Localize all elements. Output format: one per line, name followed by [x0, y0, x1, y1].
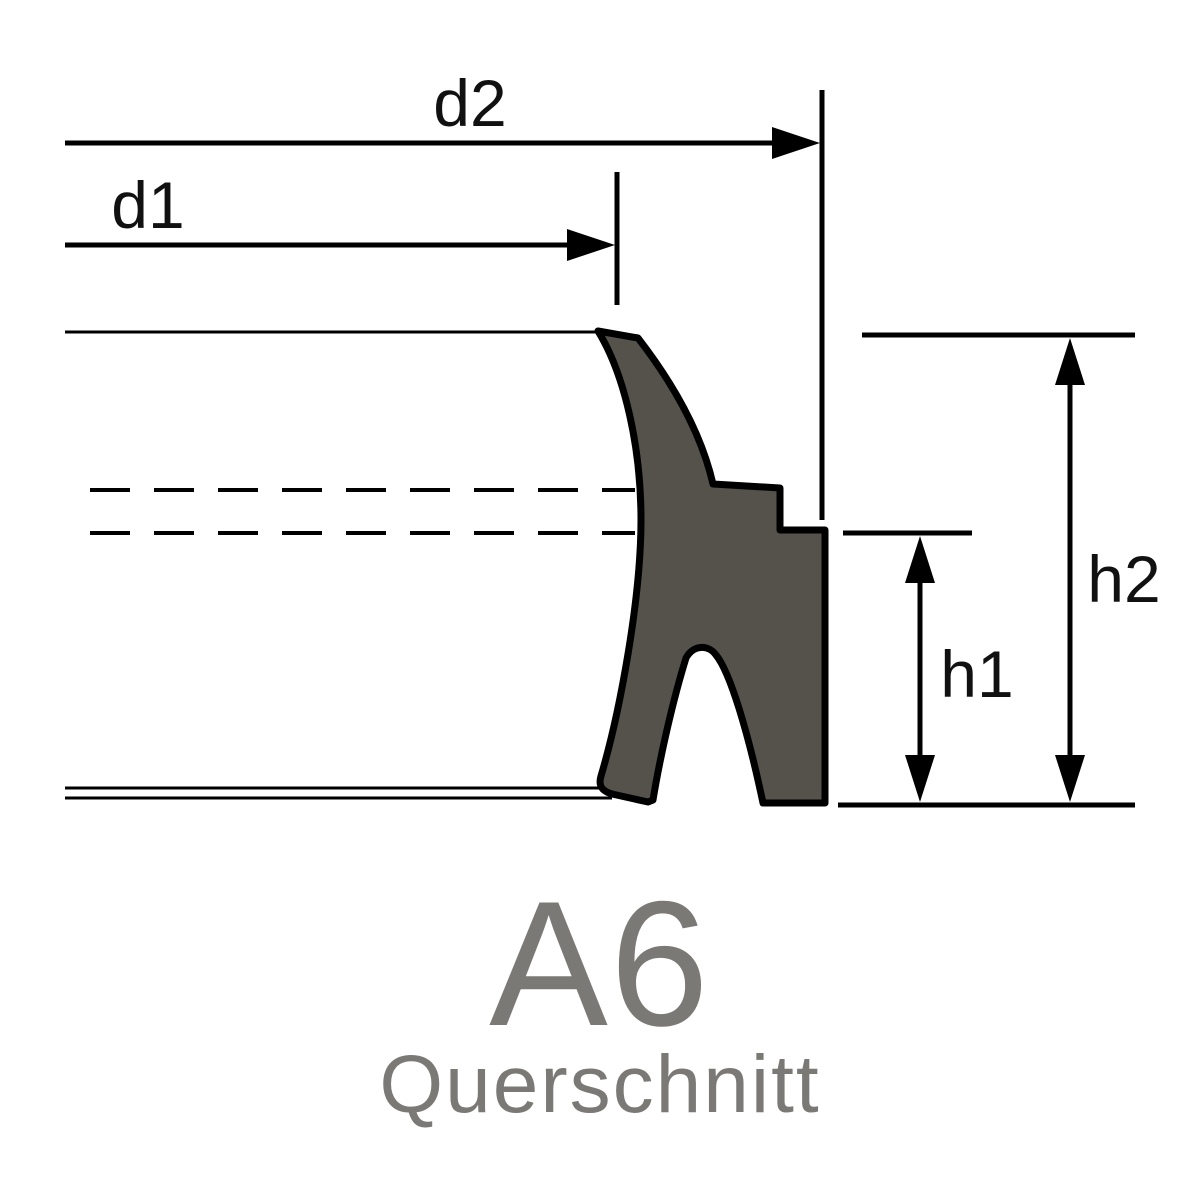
profile-subtitle: Querschnitt — [379, 1039, 820, 1130]
d2-arrowhead-icon — [772, 127, 820, 159]
h2-dimension: h2 — [838, 332, 1161, 808]
d1-label: d1 — [111, 168, 184, 242]
d2-label: d2 — [433, 66, 506, 140]
h1-arrowhead-up-icon — [905, 536, 935, 583]
h2-arrowhead-up-icon — [1055, 338, 1085, 385]
h2-arrowhead-down-icon — [1055, 755, 1085, 802]
h1-dimension: h1 — [843, 530, 1014, 802]
h2-label: h2 — [1087, 542, 1160, 616]
d1-arrowhead-icon — [567, 229, 615, 261]
caption: A6 Querschnitt — [379, 864, 820, 1130]
d2-dimension: d2 — [65, 66, 825, 520]
seal-profile-shape — [594, 327, 829, 807]
d1-dimension: d1 — [65, 168, 620, 305]
h1-label: h1 — [940, 637, 1013, 711]
h1-arrowhead-down-icon — [905, 755, 935, 802]
profile-title: A6 — [489, 864, 711, 1063]
shaft-lines — [65, 330, 635, 800]
